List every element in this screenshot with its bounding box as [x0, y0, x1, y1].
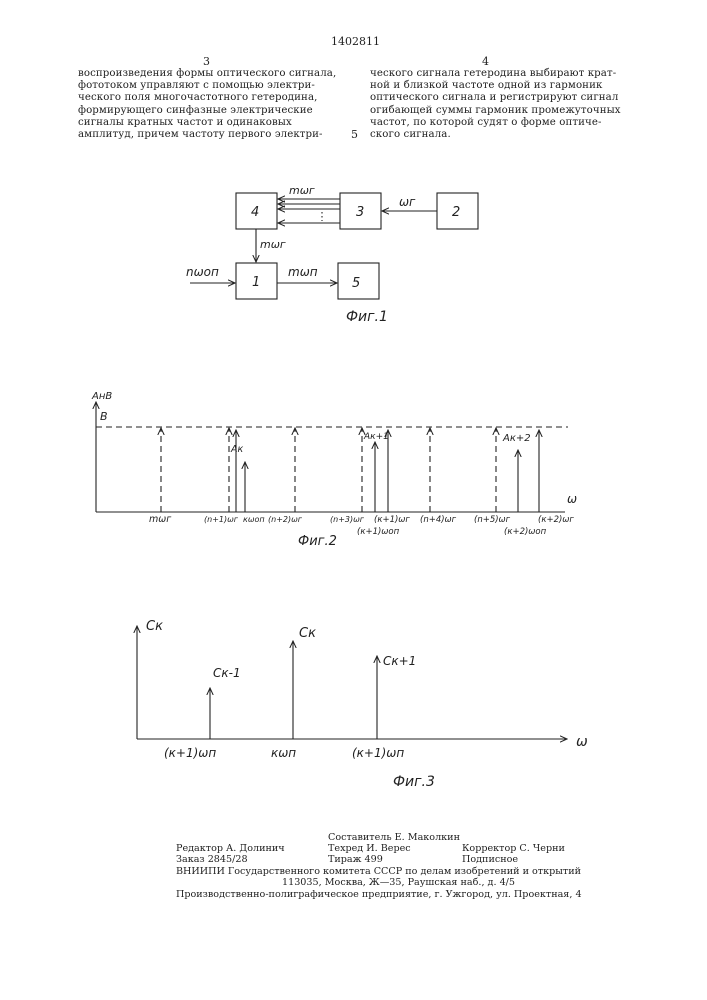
label-1-to-5: mωп	[288, 265, 318, 279]
fig2-tick-label: (n+5)ωг	[474, 515, 511, 525]
fig3-spectrum	[137, 626, 567, 739]
fig2-y-label: AнB	[91, 391, 112, 402]
fig3-x-label: ω	[576, 734, 588, 750]
fig2-amp-label: Aк	[230, 444, 243, 455]
fig3-tick-label: (к+1)ωп	[164, 746, 216, 760]
imprint-composer: Составитель Е. Маколкин	[328, 832, 460, 843]
block-1-label: 1	[252, 275, 260, 290]
block-2-label: 2	[452, 205, 460, 220]
fig2-tick-label: (n+4)ωг	[420, 515, 457, 525]
fig2-tick-label: (к+2)ωг	[538, 515, 574, 525]
imprint-org: ВНИИПИ Государственного комитета СССР по…	[176, 866, 581, 877]
fig3-peak-label: Cк-1	[213, 666, 241, 680]
fig2-tick-label: (к+2)ωоп	[504, 527, 547, 537]
fig3-y-label: Cк	[146, 619, 163, 634]
imprint-subscription: Подписное	[462, 854, 518, 865]
fig2-tick-label: mωг	[149, 514, 172, 525]
fig1-caption: Фиг.1	[346, 309, 388, 325]
imprint-print-run: Тираж 499	[328, 854, 383, 865]
imprint-editor: Редактор А. Долинич	[176, 843, 285, 854]
fig2-x-label: ω	[567, 492, 577, 506]
fig2-tick-label: (к+1)ωоп	[357, 527, 400, 537]
imprint-corrector: Корректор С. Черни	[462, 843, 565, 854]
fig2-amp-label: Aк+1	[363, 432, 389, 442]
label-2-to-3: ωг	[399, 195, 416, 209]
fig2-tick-label: (к+1)ωг	[374, 515, 410, 525]
imprint-printer: Производственно-полиграфическое предприя…	[176, 889, 582, 900]
block-3-label: 3	[356, 205, 364, 220]
label-4-to-1: mωг	[260, 238, 286, 251]
label-input-1: nωоп	[186, 265, 219, 279]
fig3-peak-label: Cк+1	[383, 654, 416, 668]
fig2-amp-label: Aк+2	[502, 433, 531, 444]
fig3-peak-label: Cк	[299, 626, 316, 641]
fig2-spectrum	[96, 402, 568, 512]
fig3-tick-label: кωп	[271, 746, 296, 760]
fig2-tick-label: (n+2)ωг	[268, 515, 303, 524]
imprint-address: 113035, Москва, Ж—35, Раушская наб., д. …	[282, 877, 515, 888]
fig1-block-diagram	[190, 193, 478, 299]
fig3-tick-label: (к+1)ωп	[352, 746, 404, 760]
label-top-bus: mωг	[289, 184, 315, 197]
imprint-techred: Техред И. Верес	[328, 843, 411, 854]
imprint-order: Заказ 2845/28	[176, 854, 248, 865]
fig2-level-label: B	[100, 410, 108, 423]
fig2-tick-label: кωоп	[243, 515, 265, 524]
fig2-tick-label: (n+3)ωг	[330, 515, 365, 524]
block-4-label: 4	[251, 205, 259, 220]
fig3-caption: Фиг.3	[393, 774, 435, 790]
fig2-tick-label: (n+1)ωг	[204, 515, 239, 524]
fig2-caption: Фиг.2	[298, 534, 337, 549]
block-5-label: 5	[352, 276, 360, 291]
